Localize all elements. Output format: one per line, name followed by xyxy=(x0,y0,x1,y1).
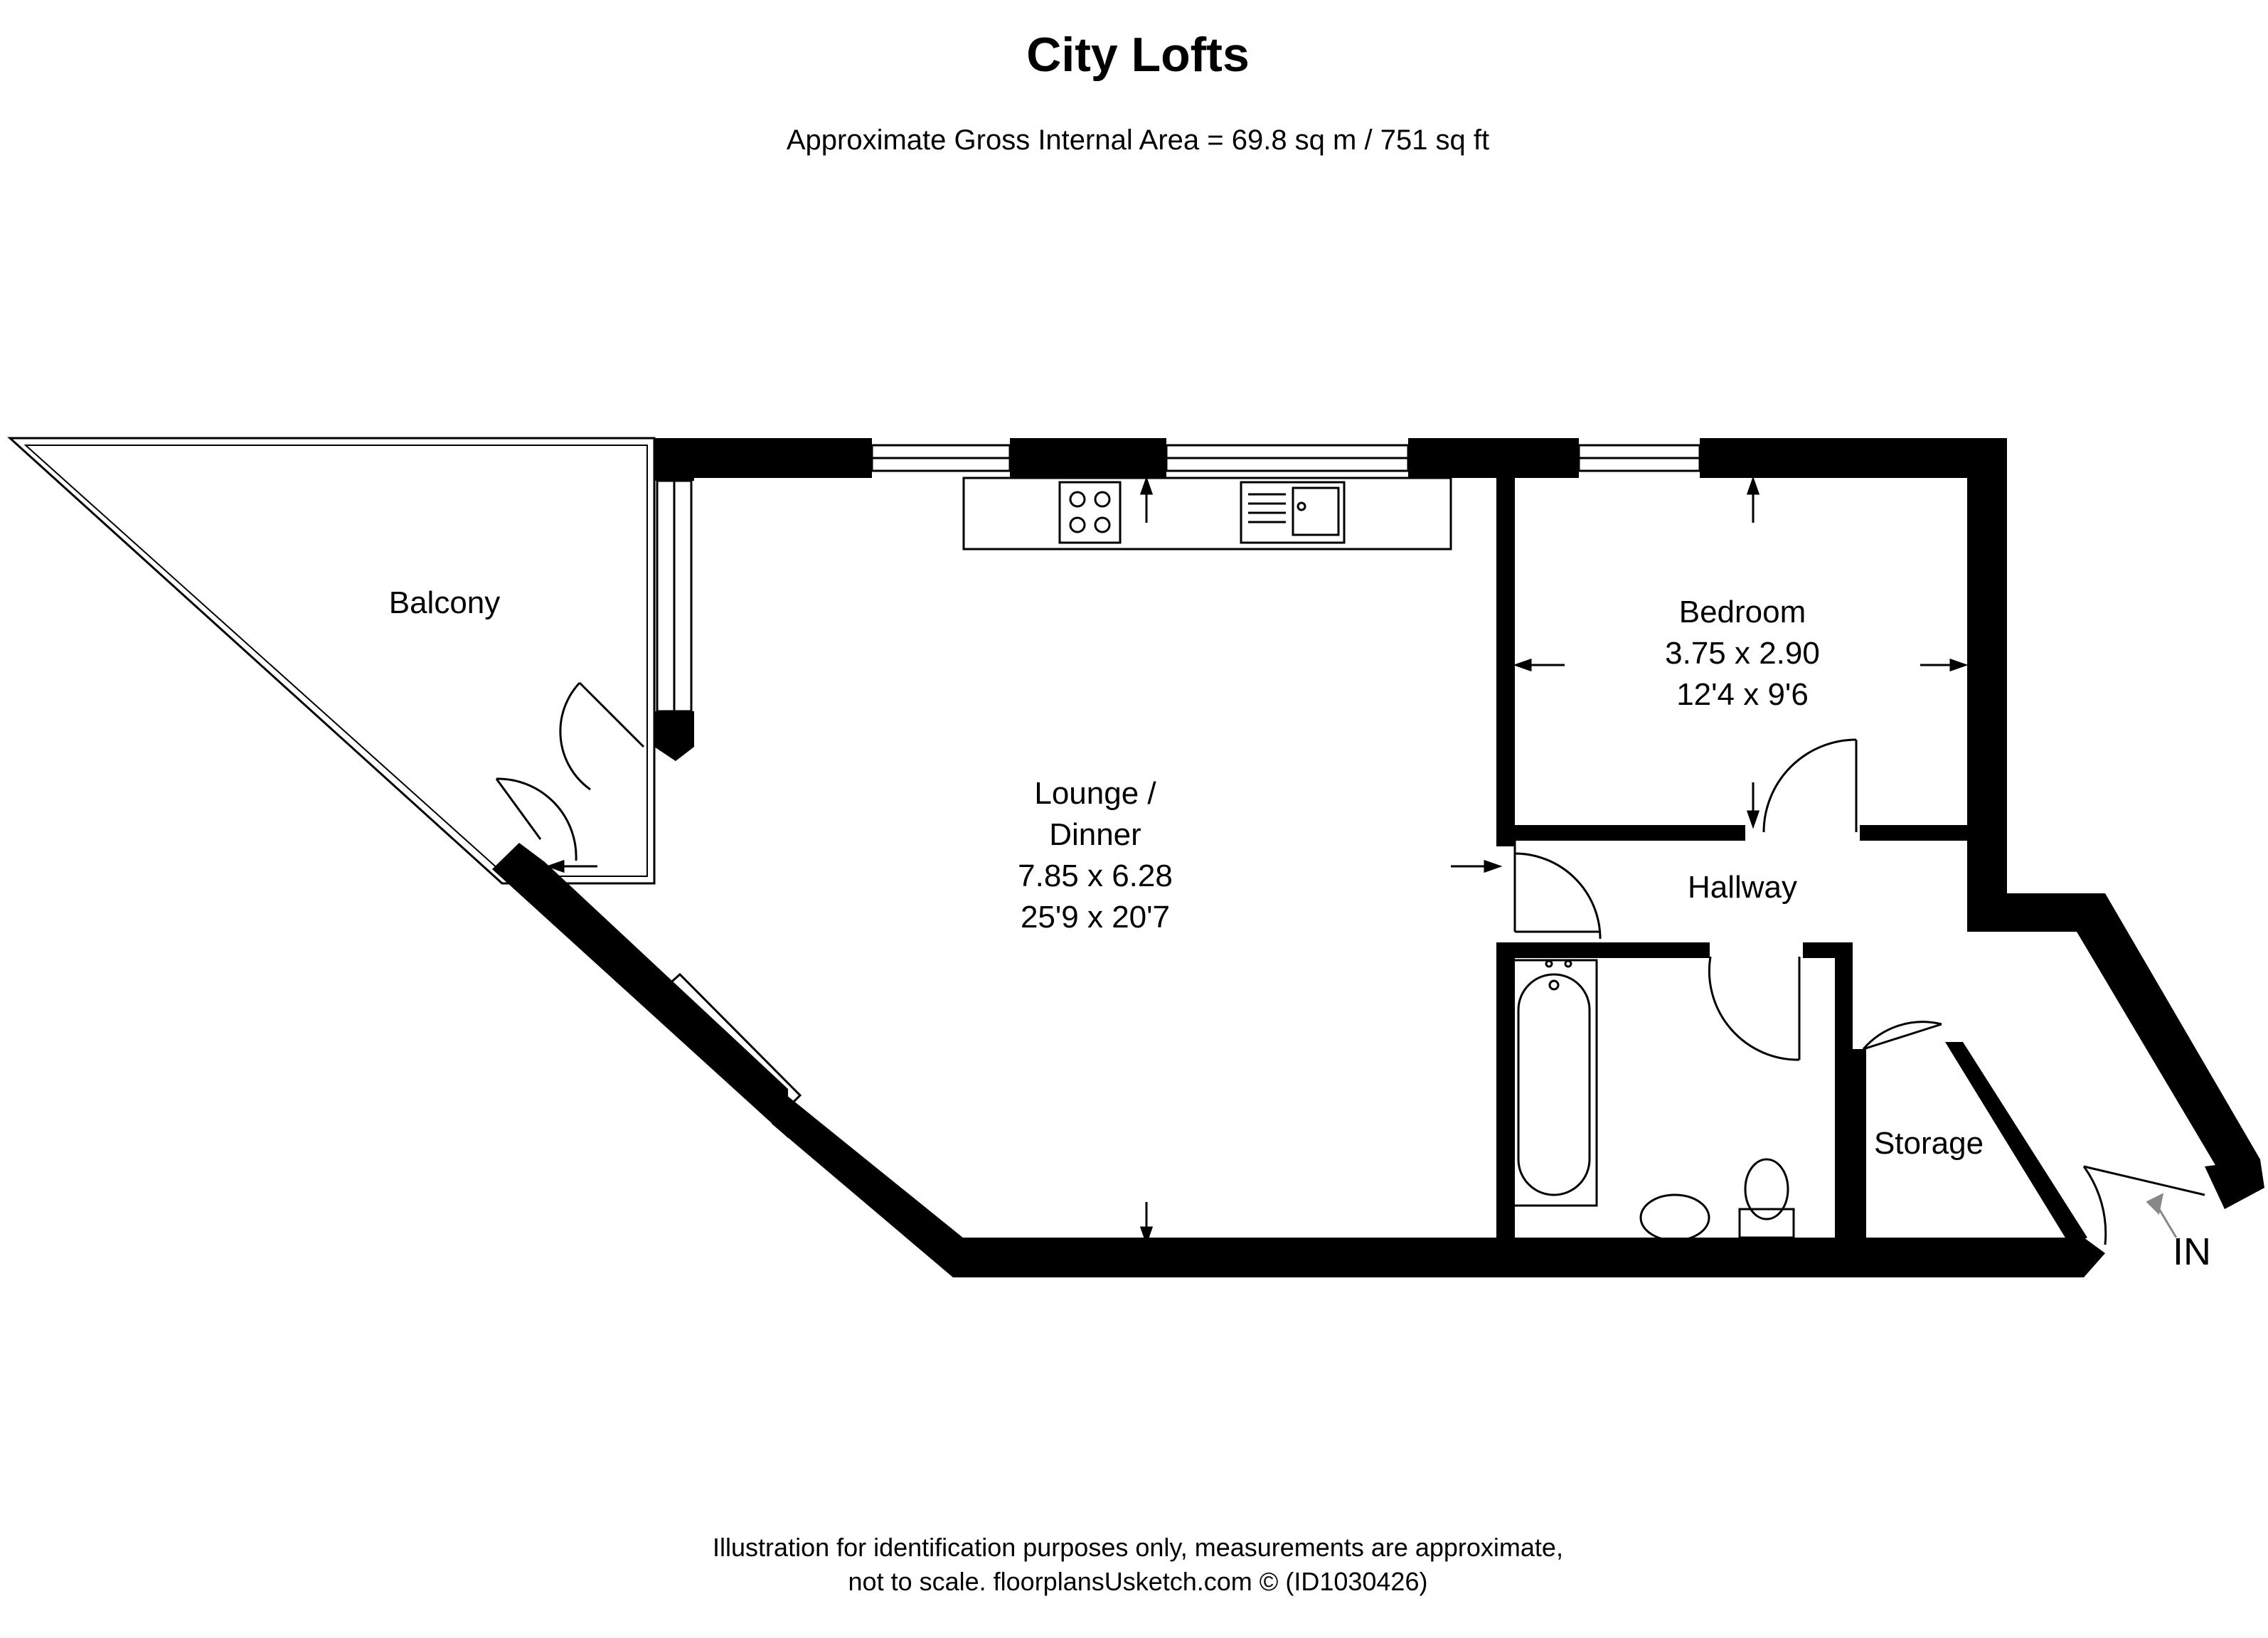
disclaimer-line1: Illustration for identification purposes… xyxy=(713,1533,1563,1562)
room-balcony-name: Balcony xyxy=(389,585,501,620)
entrance-label: IN xyxy=(2173,1230,2211,1273)
room-lounge-name-line1: Lounge / xyxy=(1034,776,1156,811)
balcony-inner-outline xyxy=(23,445,648,877)
area-summary: Approximate Gross Internal Area = 69.8 s… xyxy=(787,124,1489,156)
disclaimer-line2: not to scale. floorplansUsketch.com © (I… xyxy=(848,1567,1428,1596)
room-lounge-name-line2: Dinner xyxy=(1049,817,1141,852)
plan-title: City Lofts xyxy=(1026,28,1250,82)
room-bedroom-metric: 3.75 x 2.90 xyxy=(1665,636,1820,671)
doors xyxy=(495,681,2205,1245)
dimension-arrows xyxy=(545,476,2178,1245)
balcony-outline xyxy=(7,437,656,885)
windows xyxy=(656,444,1701,1115)
exterior-walls xyxy=(492,438,2264,1277)
room-lounge-metric: 7.85 x 6.28 xyxy=(1018,858,1173,893)
room-bedroom-imperial: 12'4 x 9'6 xyxy=(1676,677,1809,712)
room-storage-name: Storage xyxy=(1874,1126,1984,1161)
kitchen xyxy=(962,477,1452,551)
room-bedroom-name: Bedroom xyxy=(1679,595,1806,629)
room-hallway-name: Hallway xyxy=(1688,870,1797,905)
room-lounge-imperial: 25'9 x 20'7 xyxy=(1021,900,1170,935)
bathroom-fixtures xyxy=(1510,959,1795,1243)
